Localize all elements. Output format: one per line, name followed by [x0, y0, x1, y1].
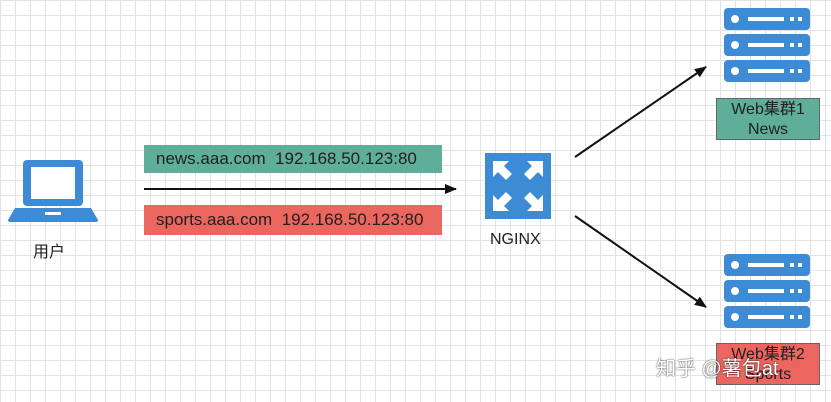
- sports-request-label: sports.aaa.com 192.168.50.123:80: [144, 205, 442, 235]
- user-label: 用户: [33, 244, 66, 261]
- server-stack-icon: [724, 254, 810, 328]
- nginx-node: NGINX: [485, 153, 565, 253]
- cluster-1-box: Web集群1 News: [716, 98, 820, 140]
- nginx-label: NGINX: [490, 231, 541, 248]
- laptop-icon: [8, 160, 98, 222]
- expand-arrows-icon: [485, 153, 551, 219]
- nginx-to-cluster1-arrow: [574, 66, 707, 158]
- server-stack-icon: [724, 8, 810, 82]
- nginx-to-cluster2-arrow: [574, 215, 707, 308]
- cluster-2-box: Web集群2 Sports: [716, 343, 820, 385]
- user-node: 用户: [8, 158, 98, 268]
- news-request-label: news.aaa.com 192.168.50.123:80: [144, 145, 442, 173]
- cluster-1-subtitle: News: [747, 121, 788, 138]
- cluster-1-title: Web集群1: [731, 101, 805, 118]
- watermark: 知乎 @薯包at: [656, 358, 779, 380]
- cluster-2-subtitle: Sports: [744, 366, 792, 383]
- cluster-2-title: Web集群2: [731, 346, 805, 363]
